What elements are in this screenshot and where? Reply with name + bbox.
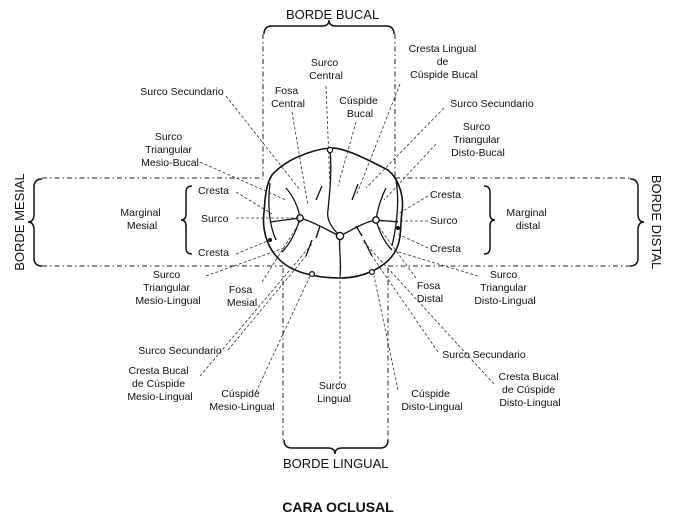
label-cuspide-disto-lingual: Cúspide Disto-Lingual [401, 388, 462, 413]
label-surco-secundario-top-left: Surco Secundario [140, 86, 224, 98]
label-fosa-distal: Fosa Distal [417, 280, 443, 305]
point-cusp-dl [369, 269, 376, 276]
label-surco-secundario-top-right: Surco Secundario [450, 98, 534, 110]
label-surco-secundario-bottom-right: Surco Secundario [442, 349, 526, 361]
leader-lines [199, 83, 495, 393]
label-mesial-cresta-top: Cresta [198, 185, 229, 197]
secondary-grooves [305, 183, 373, 257]
label-marginal-distal: Marginal distal [506, 207, 549, 232]
inner-braces [180, 185, 496, 255]
label-mesial-surco: Surco [201, 213, 229, 225]
border-mesial: BORDE MESIAL [12, 173, 27, 271]
label-surco-triangular-disto-lingual: Surco Triangular Disto-Lingual [474, 269, 535, 307]
point-distal-ridge [396, 226, 400, 230]
label-distal-cresta-top: Cresta [430, 189, 461, 201]
label-surco-central: Surco Central [309, 57, 343, 82]
point-cusp-ml [309, 271, 316, 278]
label-fosa-mesial: Fosa Mesial [227, 284, 257, 309]
figure-title: CARA OCLUSAL [282, 499, 394, 515]
label-marginal-mesial: Marginal Mesial [120, 207, 163, 232]
label-distal-surco: Surco [430, 215, 458, 227]
label-surco-triangular-mesio-lingual: Surco Triangular Mesio-Lingual [135, 269, 200, 307]
border-distal: BORDE DISTAL [649, 175, 664, 269]
marginal-ridge-distal [391, 179, 399, 247]
frame-lines [42, 34, 630, 440]
tooth-outline [262, 147, 404, 279]
border-bucal: BORDE BUCAL [286, 7, 379, 22]
pit-central [335, 231, 345, 241]
label-fosa-central: Fosa Central [271, 85, 305, 110]
pit-distal [372, 216, 380, 224]
mesio-buccal-triangular-groove [285, 187, 301, 219]
label-distal-cresta-bottom: Cresta [430, 243, 461, 255]
label-surco-secundario-bottom-left: Surco Secundario [138, 345, 222, 357]
buccal-groove [326, 149, 341, 237]
disto-buccal-triangular-groove [375, 187, 387, 221]
outer-braces [27, 19, 645, 455]
label-mesial-cresta-bottom: Cresta [198, 247, 229, 259]
label-cresta-bucal-cuspide-mesio-lingual: Cresta Bucal de Cúspide Mesio-Lingual [127, 365, 192, 403]
label-surco-triangular-mesio-bucal: Surco Triangular Mesio-Bucal [141, 131, 199, 169]
disto-lingual-triangular-groove [375, 219, 393, 251]
mesial-marginal-groove [269, 217, 301, 223]
tooth-crown [262, 146, 404, 279]
border-lingual: BORDE LINGUAL [283, 456, 388, 471]
label-surco-triangular-disto-bucal: Surco Triangular Disto-Bucal [451, 121, 505, 159]
label-cresta-bucal-cuspide-disto-lingual: Cresta Bucal de Cúspide Disto-Lingual [498, 371, 561, 409]
label-cuspide-mesio-lingual: Cúspide Mesio-Lingual [209, 388, 274, 413]
label-cresta-lingual-cuspide-bucal: Cresta Lingual de Cúspide Bucal [409, 43, 480, 81]
label-surco-lingual: Surco Lingual [317, 380, 351, 405]
marginal-ridge-mesial [268, 182, 277, 241]
label-cuspide-bucal: Cúspide Bucal [339, 95, 380, 120]
